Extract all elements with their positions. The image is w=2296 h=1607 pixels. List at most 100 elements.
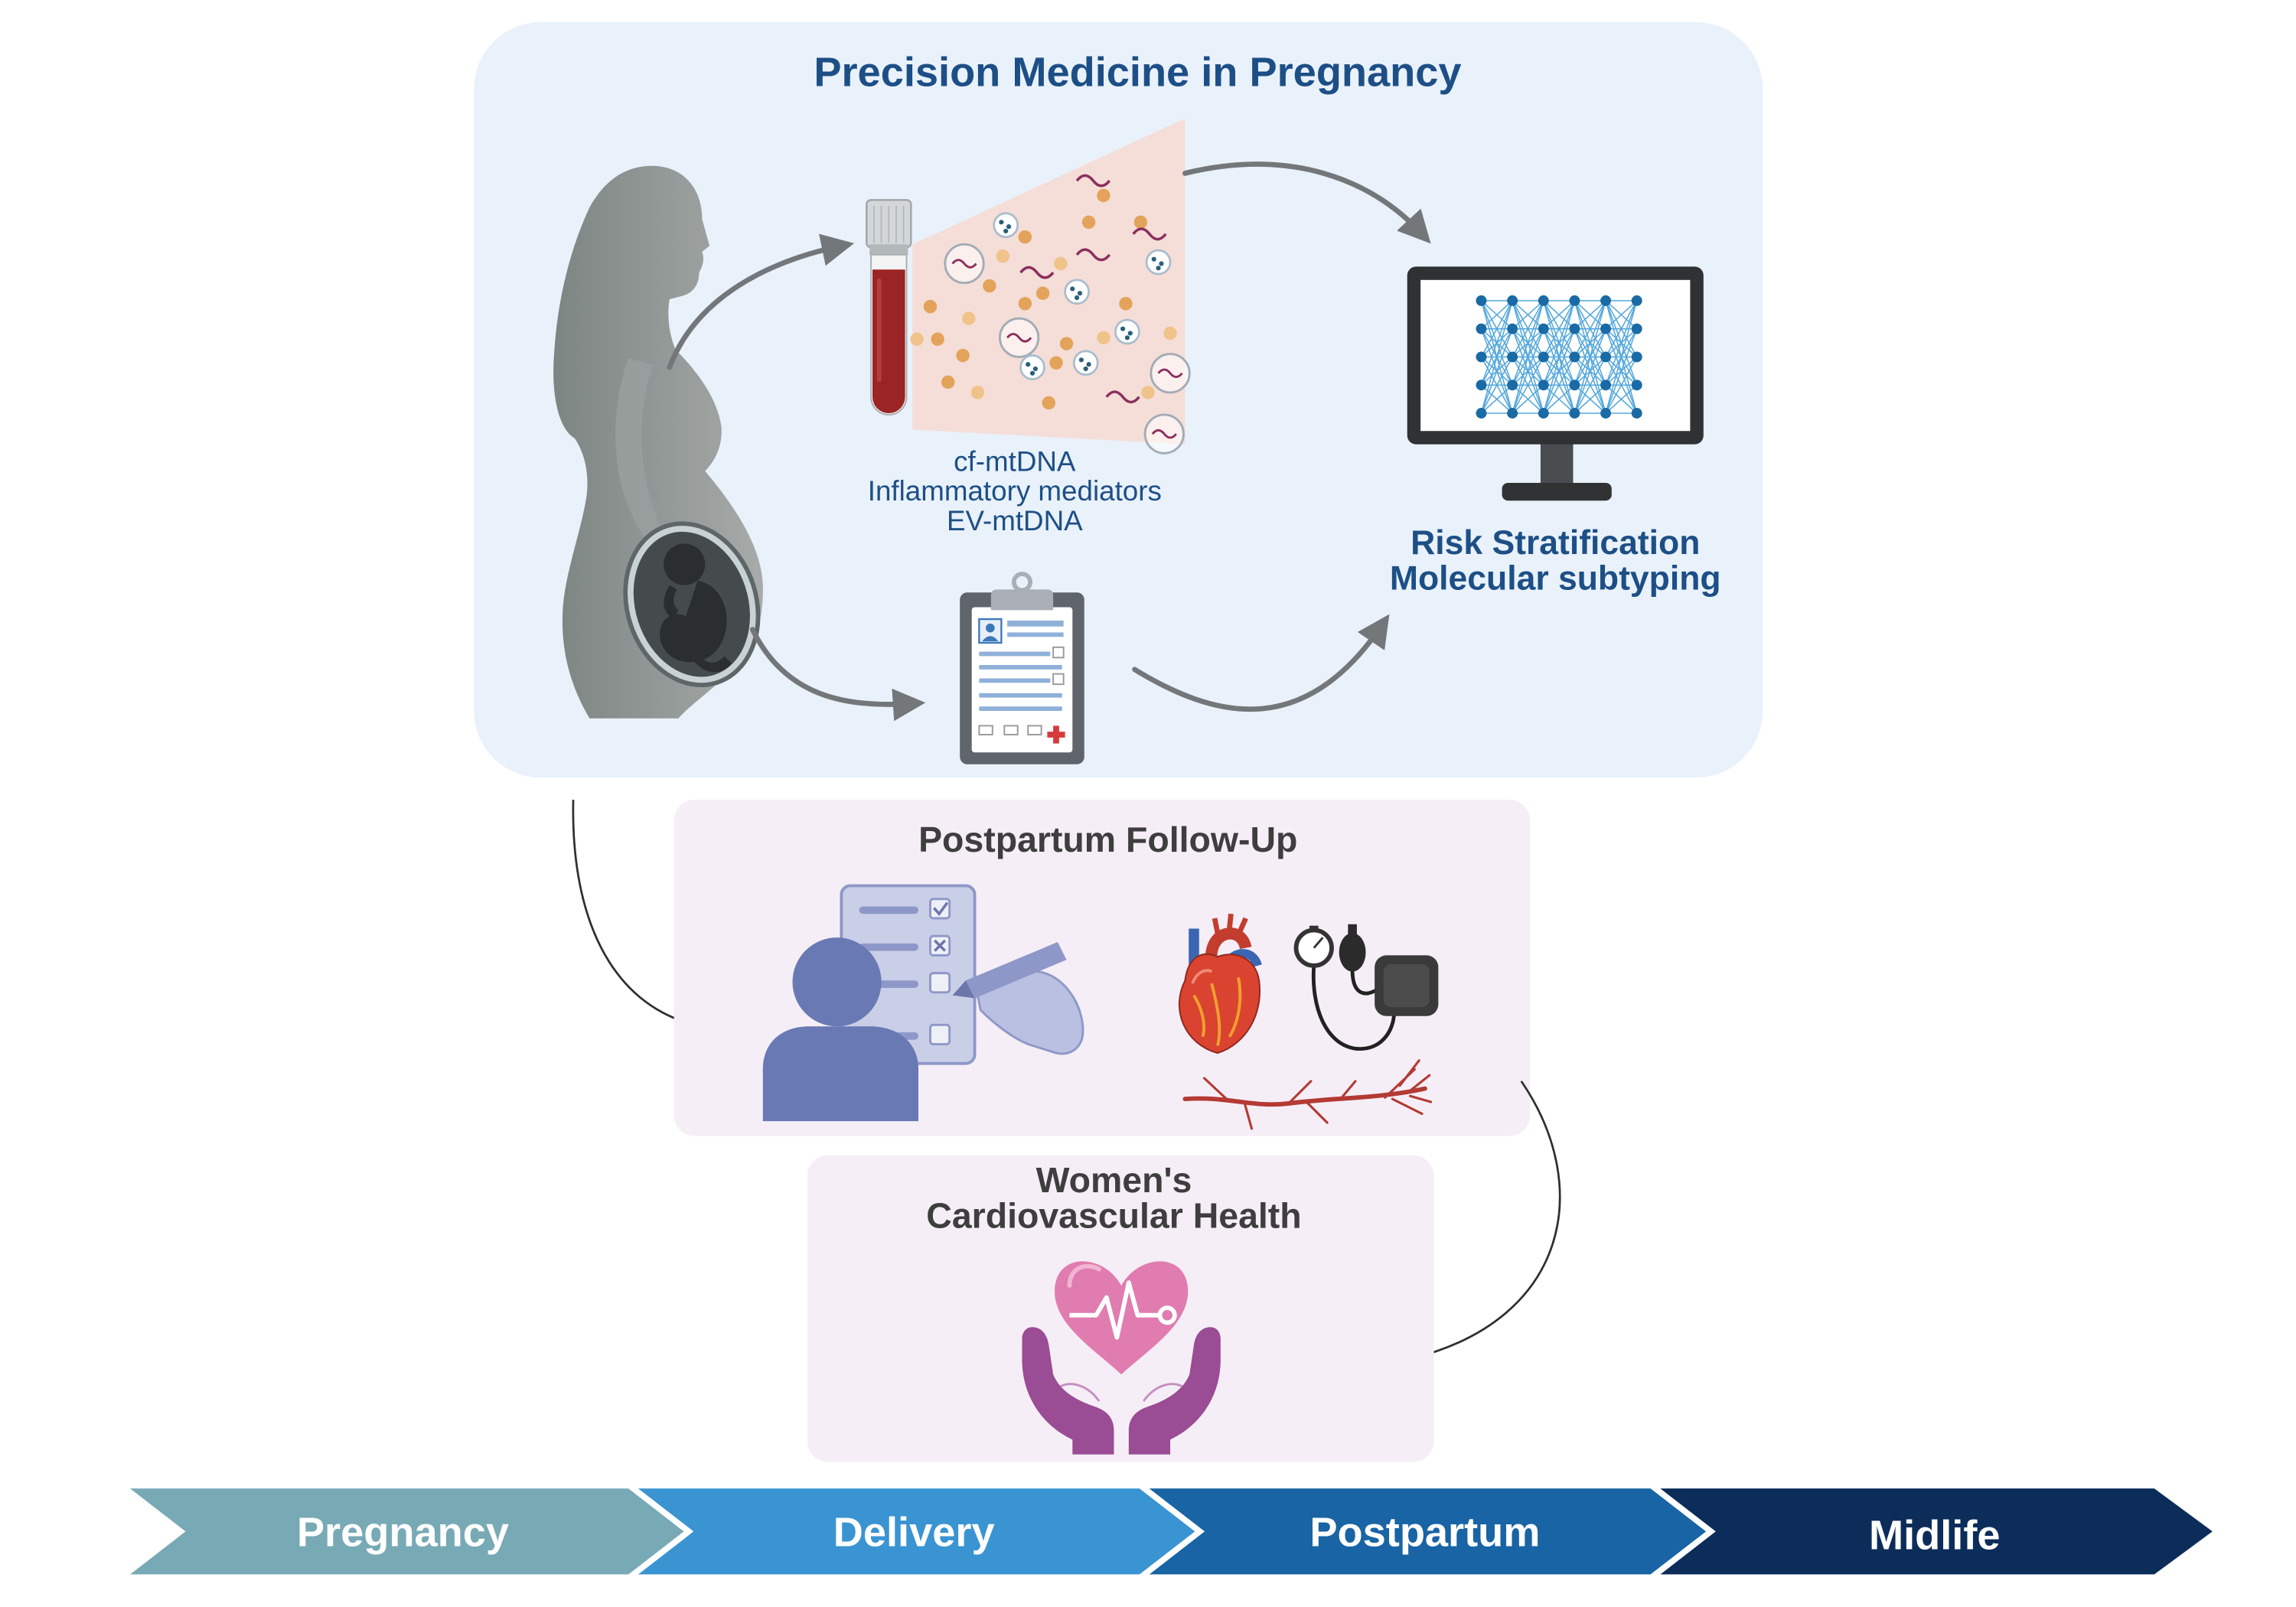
clinical-record-icon bbox=[960, 572, 1084, 764]
computer-monitor-icon bbox=[1407, 266, 1704, 501]
protein-particle bbox=[956, 348, 970, 363]
cf-mtdna-strand bbox=[1075, 174, 1111, 187]
network-edge bbox=[1574, 300, 1606, 330]
network-edge bbox=[1605, 328, 1638, 414]
network-edge bbox=[1480, 328, 1513, 414]
vesicle-mtdna bbox=[1157, 368, 1183, 379]
protein-particle bbox=[1049, 356, 1063, 370]
postpartum-panel-title: Postpartum Follow-Up bbox=[918, 820, 1297, 859]
arrow-to-monitor bbox=[1182, 161, 1431, 244]
network-node bbox=[1631, 408, 1642, 419]
arrow-record-to-risk bbox=[1132, 614, 1390, 712]
timeline-stage-label: Delivery bbox=[833, 1510, 995, 1556]
network-node bbox=[1476, 323, 1487, 334]
network-node bbox=[1538, 323, 1549, 334]
plasma-particles bbox=[910, 174, 1191, 455]
network-edge bbox=[1480, 300, 1513, 414]
monitor-screen bbox=[1420, 279, 1691, 432]
network-node bbox=[1507, 408, 1518, 419]
arrow-to-clinical-record bbox=[749, 627, 926, 722]
inflammatory-mediator bbox=[1145, 249, 1172, 275]
patient-checklist-icon bbox=[762, 884, 1084, 1122]
network-edge bbox=[1480, 384, 1513, 414]
arm bbox=[615, 358, 680, 569]
network-node bbox=[1476, 295, 1487, 306]
protein-particle bbox=[1133, 215, 1148, 230]
mediator-dot bbox=[1006, 224, 1012, 230]
person-icon bbox=[762, 937, 918, 1122]
network-node bbox=[1569, 408, 1580, 419]
cf-mtdna-strand bbox=[1019, 266, 1055, 279]
network-edge bbox=[1543, 300, 1576, 386]
network-node bbox=[1600, 351, 1612, 363]
vesicle-mtdna bbox=[1151, 429, 1177, 439]
network-edge bbox=[1543, 384, 1575, 414]
network-node bbox=[1569, 323, 1580, 334]
inflammatory-mediator bbox=[993, 212, 1019, 239]
network-node bbox=[1600, 408, 1612, 419]
heart-in-hands-icon bbox=[1022, 1261, 1221, 1455]
network-node bbox=[1507, 295, 1518, 306]
blood-pressure-monitor-icon bbox=[1293, 924, 1439, 1051]
arrow-to-blood-sample bbox=[667, 233, 855, 370]
network-edge bbox=[1543, 357, 1576, 414]
network-node bbox=[1631, 380, 1642, 391]
inflation-bulb bbox=[1339, 933, 1366, 972]
cf-mtdna-strand bbox=[1105, 390, 1140, 404]
network-node bbox=[1476, 380, 1487, 391]
network-edge bbox=[1512, 328, 1544, 414]
network-edge bbox=[1605, 300, 1638, 414]
network-node bbox=[1476, 408, 1487, 419]
protein-particle bbox=[1018, 297, 1032, 311]
mediator-dot bbox=[1127, 331, 1133, 336]
protein-particle bbox=[910, 332, 924, 346]
network-edge bbox=[1605, 357, 1638, 414]
network-edge bbox=[1512, 384, 1544, 414]
network-node bbox=[1631, 323, 1642, 334]
network-node bbox=[1600, 295, 1612, 306]
protein-particle bbox=[1163, 326, 1177, 341]
mediator-dot bbox=[1075, 295, 1080, 301]
network-edge bbox=[1574, 300, 1606, 386]
blood-tube-icon bbox=[866, 199, 912, 416]
network-node bbox=[1569, 351, 1580, 363]
biomarker-label: Inflammatory mediators bbox=[868, 475, 1162, 507]
magnification-cone bbox=[912, 118, 1186, 445]
network-edge bbox=[1605, 300, 1638, 330]
blood-vessel-icon bbox=[1182, 1059, 1433, 1130]
right-hand-icon bbox=[1128, 1327, 1221, 1455]
left-hand-icon bbox=[1022, 1327, 1114, 1455]
network-node bbox=[1538, 295, 1549, 306]
network-node bbox=[1631, 295, 1642, 306]
precision-panel-title: Precision Medicine in Pregnancy bbox=[814, 49, 1461, 95]
network-edge bbox=[1512, 300, 1544, 330]
outcome-label: Molecular subtyping bbox=[1390, 559, 1721, 597]
pregnant-woman-icon bbox=[553, 165, 763, 719]
mediator-dot bbox=[1124, 335, 1130, 341]
protein-particle bbox=[1035, 286, 1050, 300]
cardio-panel-title-line: Women's bbox=[1036, 1160, 1192, 1200]
timeline-stage-label: Pregnancy bbox=[297, 1510, 509, 1556]
mediator-dot bbox=[1078, 357, 1084, 363]
arrow-to-cardiovascular-health bbox=[1404, 1081, 1561, 1365]
network-edge bbox=[1480, 300, 1513, 386]
network-node bbox=[1538, 380, 1549, 391]
mediator-dot bbox=[999, 220, 1004, 225]
network-edge bbox=[1480, 357, 1513, 414]
mediator-dot bbox=[1003, 228, 1009, 234]
network-node bbox=[1569, 380, 1580, 391]
biomarker-label: EV-mtDNA bbox=[947, 505, 1083, 536]
protein-particle bbox=[941, 375, 955, 390]
network-edge bbox=[1543, 328, 1576, 414]
protein-particle bbox=[1081, 215, 1096, 230]
network-edge bbox=[1512, 300, 1544, 386]
mediator-dot bbox=[1159, 261, 1164, 266]
network-edge bbox=[1512, 300, 1544, 357]
inflammatory-mediator bbox=[1019, 354, 1045, 380]
protein-particle bbox=[1097, 331, 1110, 344]
network-edge bbox=[1574, 300, 1606, 357]
vesicle-mtdna bbox=[951, 259, 977, 269]
cf-mtdna-strand bbox=[1075, 248, 1111, 262]
ecg-line-icon bbox=[1069, 1280, 1159, 1340]
outcome-label: Risk Stratification bbox=[1411, 524, 1700, 562]
